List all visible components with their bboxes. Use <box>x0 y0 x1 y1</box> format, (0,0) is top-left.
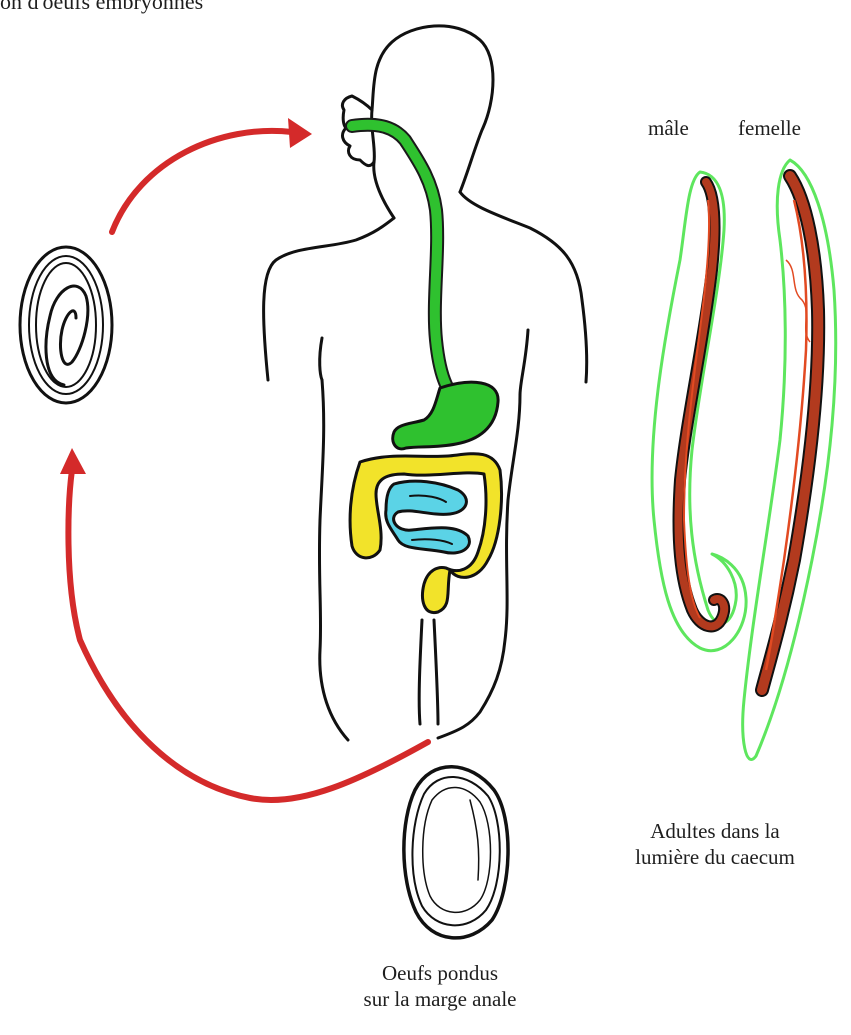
arrowhead-mouth <box>288 118 312 148</box>
top-caption: on d'oeufs embryonnés <box>0 0 203 16</box>
female-worm-label: femelle <box>738 115 801 141</box>
adults-caption-line1: Adultes dans la <box>585 818 845 844</box>
stomach <box>393 382 498 449</box>
eggs-caption-line2: sur la marge anale <box>300 986 580 1012</box>
adults-caption-line2: lumière du caecum <box>585 844 845 870</box>
adult-worm-male <box>652 172 746 651</box>
arrow-ingestion <box>112 131 292 232</box>
male-worm-label: mâle <box>648 115 689 141</box>
arrowhead-egg <box>60 448 86 474</box>
eggs-caption-line1: Oeufs pondus <box>300 960 580 986</box>
adults-caption: Adultes dans la lumière du caecum <box>585 818 845 871</box>
arrowheads <box>60 118 312 474</box>
embryonated-egg <box>20 247 112 403</box>
adult-worm-female <box>743 160 836 759</box>
digestive-tract <box>350 125 501 613</box>
laid-egg <box>404 767 508 938</box>
eggs-caption: Oeufs pondus sur la marge anale <box>300 960 580 1013</box>
small-intestine <box>386 481 470 553</box>
human-silhouette <box>264 26 587 740</box>
